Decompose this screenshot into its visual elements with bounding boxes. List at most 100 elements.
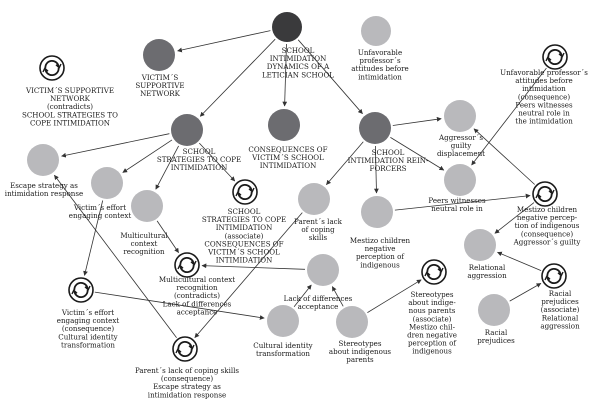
node-school_intimidation-label-line: SCHOOL — [282, 46, 315, 55]
node-strategies_assoc-label-line: INTIMIDATION — [216, 223, 273, 232]
node-unfavorable_before-label-line: Unfavorable — [358, 48, 402, 57]
node-stereotypes_assoc-label-line: (associate) — [413, 314, 452, 323]
node-school_strategies-label-line: STRATEGIES TO COPE — [157, 155, 241, 164]
edge-victims_effort-to-victims_effort_consequence — [83, 200, 104, 276]
node-consequences-label-line: CONSEQUENCES OF — [248, 145, 327, 154]
edge-school_strategies-to-victims_effort — [122, 139, 173, 173]
node-racial-label-line: prejudices — [477, 336, 515, 345]
edge-parents_lack-to-parents_consequence — [194, 212, 303, 338]
node-reinforcers-circle — [359, 112, 391, 144]
node-parents_consequence-label-line: Escape strategy as — [153, 382, 221, 391]
node-parents_lack-label-line: of coping — [301, 225, 335, 234]
node-stereotypes_assoc-label-line: dren negative — [407, 331, 457, 340]
node-victims_effort_consequence-label-line: (consequence) — [62, 324, 114, 333]
node-mestizo_consequence-label-line: Aggressor´s guilty — [513, 237, 581, 246]
node-relational-circle — [464, 229, 496, 261]
node-victims_network-label-line: NETWORK — [140, 89, 181, 98]
node-aggressor_guilty-label-line: displacement — [437, 149, 485, 158]
node-racial_assoc-label-line: Racial — [549, 289, 572, 298]
node-mestizo_consequence-label-line: negative percep- — [517, 213, 578, 222]
node-victims_network-label-line: VICTIM´S — [141, 73, 179, 82]
node-school_strategies-circle — [171, 114, 203, 146]
node-victims_network-label-line: SUPPORTIVE — [135, 81, 184, 90]
node-lack_differences-label-line: acceptance — [298, 302, 339, 311]
node-victims_network_contradicts-arrowhead-right-icon — [55, 63, 62, 69]
node-multicultural-label-line: context — [131, 239, 158, 248]
node-consequences-label-line: VICTIM´S SCHOOL — [251, 153, 324, 162]
node-escape-label-line: intimidation response — [5, 189, 83, 198]
node-racial_assoc-relation-icon — [541, 263, 567, 289]
node-parents_consequence-label: Parent´s lack of coping skills(consequen… — [135, 366, 239, 399]
node-strategies_assoc-label-line: VICTIM´S SCHOOL — [207, 248, 280, 257]
node-mestizo_consequence-cycle-arrow-top-icon — [537, 186, 553, 195]
node-stereotypes_assoc-label-line: nous parents — [409, 306, 456, 315]
node-parents_lack-label-line: skills — [309, 233, 328, 242]
node-parents_consequence-label-line: Parent´s lack of coping skills — [135, 366, 239, 375]
node-racial_assoc-arrowhead-left-icon — [544, 275, 551, 281]
node-stereotypes-circle — [336, 306, 368, 338]
node-mestizo_consequence-relation-icon — [532, 181, 558, 207]
node-victims_effort-circle — [91, 167, 123, 199]
node-stereotypes_assoc-label-line: Stereotypes — [410, 290, 453, 299]
node-racial_assoc-label-line: (associate) — [541, 305, 580, 314]
node-reinforcers-label-line: SCHOOL — [372, 148, 405, 157]
node-multicultural_contradicts-label-line: (contradicts) — [174, 291, 220, 300]
node-victims_effort_consequence-arrowhead-left-icon — [71, 289, 78, 295]
node-stereotypes_assoc-arrowhead-right-icon — [437, 267, 444, 273]
node-victims_effort_consequence-cycle-arrow-top-icon — [73, 282, 89, 291]
edge-multicultural-to-multicultural_contradicts — [156, 220, 179, 253]
node-school_intimidation-circle — [272, 12, 302, 42]
node-racial_assoc-cycle-arrow-top-icon — [546, 268, 562, 277]
node-unfavorable_consequence-label-line: Unfavorable professor´s — [500, 68, 588, 77]
node-peers_witnesses-circle — [444, 164, 476, 196]
node-stereotypes_assoc-label-line: indigenous — [412, 347, 452, 356]
node-unfavorable_consequence-arrowhead-right-icon — [558, 52, 565, 58]
node-unfavorable_consequence-cycle-arrow-top-icon — [547, 49, 563, 58]
node-unfavorable_before-label-line: attitudes before — [351, 64, 408, 73]
edge-parents_consequence-to-escape — [54, 174, 177, 339]
node-multicultural-label-line: Multicultural — [120, 231, 168, 240]
node-peers_witnesses-label-line: Peers witnesses — [428, 196, 486, 205]
node-strategies_assoc-cycle-arrow-top-icon — [237, 184, 253, 193]
node-victims_effort_consequence-label-line: transformation — [61, 340, 115, 349]
node-victims_network_contradicts-cycle-arrow-top-icon — [44, 60, 60, 69]
node-multicultural_contradicts-label-line: acceptance — [177, 307, 218, 316]
node-victims_effort-label-line: engaging context — [69, 211, 132, 220]
node-racial-circle — [478, 294, 510, 326]
node-relational-label-line: Relational — [469, 263, 506, 272]
edge-school_intimidation-to-school_strategies — [199, 38, 276, 117]
edge-school_intimidation-to-reinforcers — [297, 39, 363, 115]
node-parents_lack-label-line: Parent´s lack — [294, 217, 343, 226]
node-multicultural_contradicts-label-line: Multicultural context — [159, 275, 235, 284]
node-aggressor_guilty-label-line: Aggressor´s — [438, 133, 483, 142]
node-reinforcers-label-line: INTIMIDATION REIN- — [348, 156, 429, 165]
edge-racial_assoc-to-relational — [497, 251, 542, 271]
node-mestizo_children-circle — [361, 196, 393, 228]
node-aggressor_guilty-circle — [444, 100, 476, 132]
node-victims_effort_consequence-label-line: Cultural identity — [58, 332, 117, 341]
node-multicultural_contradicts-label-line: Lack of differences — [163, 299, 232, 308]
node-stereotypes_assoc-arrowhead-left-icon — [424, 271, 431, 277]
